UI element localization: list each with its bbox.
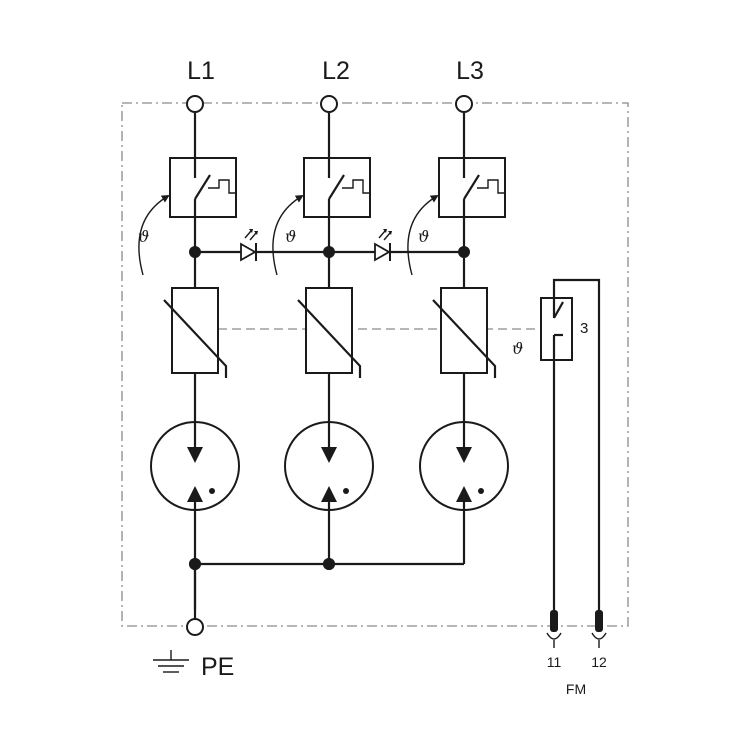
- fm-label: FM: [566, 681, 586, 697]
- thermal-coupling-arrow: [138, 194, 170, 276]
- fm-terminal-12: [591, 610, 607, 648]
- terminal-pe: [186, 618, 204, 636]
- fm-terminal-11: [546, 610, 562, 648]
- label-l3: L3: [456, 57, 484, 85]
- thermal-disconnector: [169, 157, 237, 218]
- terminal-l3: [455, 95, 473, 113]
- label-pe: PE: [201, 653, 234, 681]
- thermal-symbol: ϑ: [285, 227, 296, 246]
- ground-icon: [153, 650, 189, 673]
- thermal-disconnector: [438, 157, 506, 218]
- gas-discharge-tube: [419, 421, 509, 564]
- varistor: [432, 287, 497, 378]
- label-l1: L1: [187, 57, 215, 85]
- fm-remote-contact: 3 ϑ: [512, 278, 601, 610]
- fm-terminal-11-label: 11: [547, 654, 562, 670]
- thermal-coupling-arrow: [272, 194, 304, 276]
- thermal-coupling-arrow: [407, 194, 439, 276]
- fm-terminal-12-label: 12: [591, 654, 607, 670]
- thermal-symbol: ϑ: [138, 227, 149, 246]
- junction-dot: [323, 558, 335, 570]
- varistor: [297, 287, 362, 378]
- phase-l3: L3 ϑ: [407, 57, 509, 564]
- thermal-symbol: ϑ: [512, 339, 523, 358]
- thermal-disconnector: [303, 157, 371, 218]
- phase-l1: L1 ϑ: [138, 57, 240, 610]
- varistor: [163, 287, 228, 378]
- terminal-l2: [320, 95, 338, 113]
- label-l2: L2: [322, 57, 350, 85]
- led-indicator-2: [329, 229, 464, 262]
- phase-l2: L2 ϑ: [272, 57, 374, 570]
- terminal-l1: [186, 95, 204, 113]
- housing-outline: [121, 102, 629, 627]
- led-indicator-1: [195, 229, 329, 262]
- contact-number: 3: [580, 320, 588, 337]
- thermal-symbol: ϑ: [418, 227, 429, 246]
- gas-discharge-tube: [284, 421, 374, 564]
